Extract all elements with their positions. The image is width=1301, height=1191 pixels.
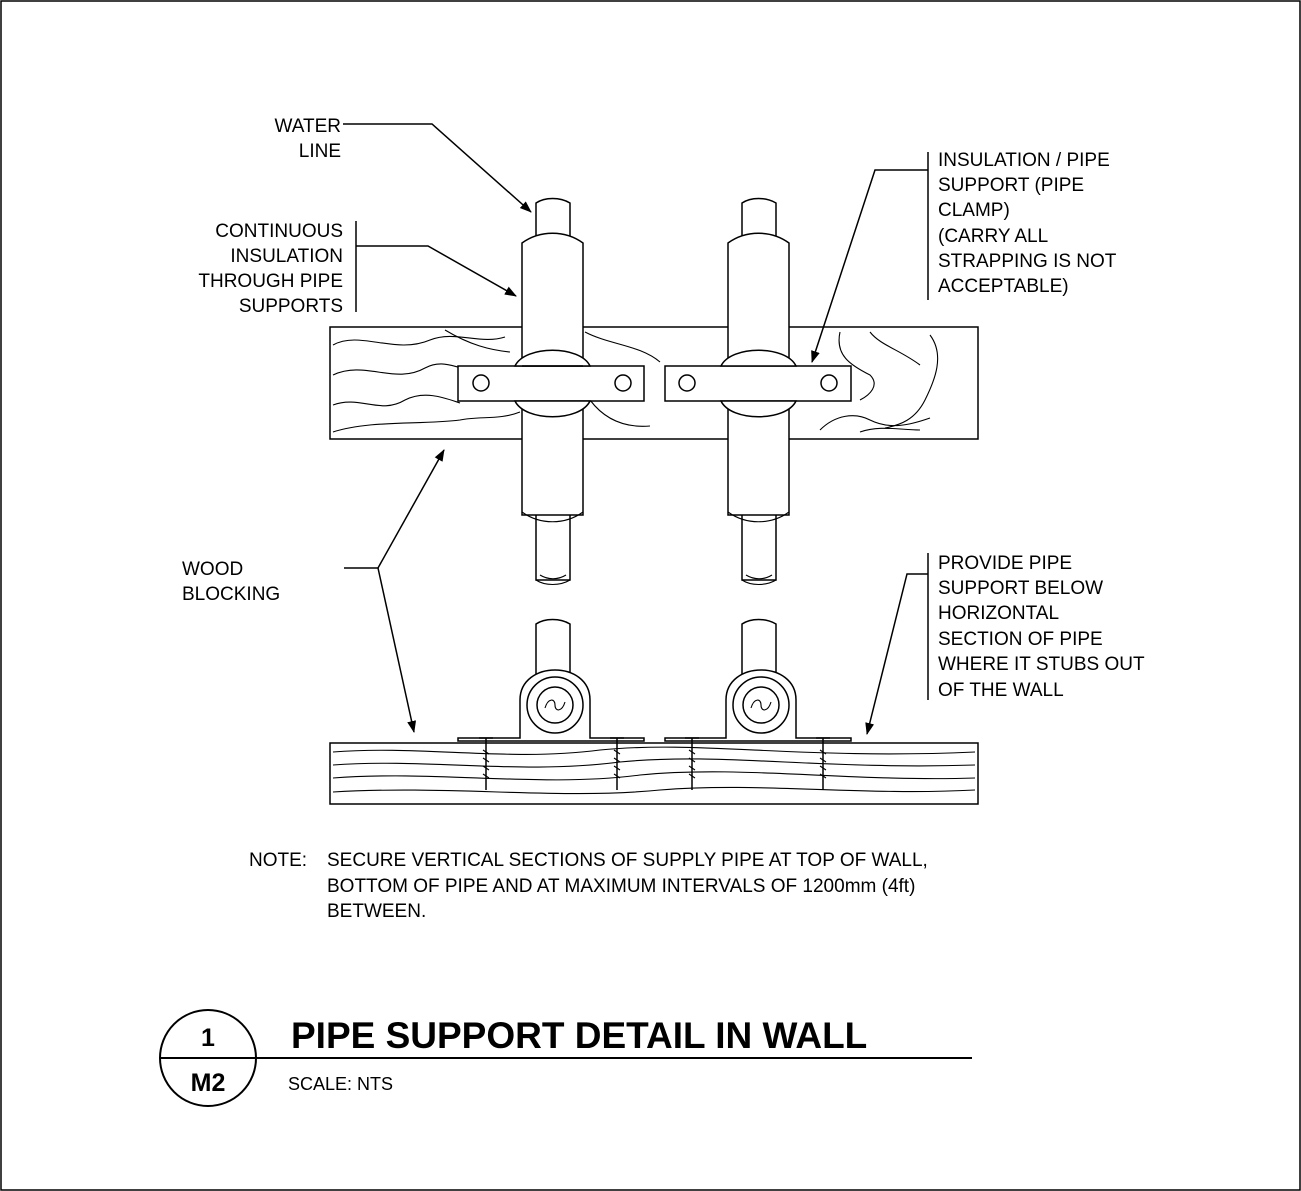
label-continuous-insulation: CONTINUOUS INSULATION THROUGH PIPE SUPPO… bbox=[198, 221, 343, 317]
label-ips-3: CLAMP) bbox=[938, 200, 1010, 221]
label-ci-3: THROUGH PIPE bbox=[198, 271, 343, 292]
note-prefix: NOTE: bbox=[249, 850, 307, 871]
label-ips-6: ACCEPTABLE) bbox=[938, 276, 1069, 297]
note-line-1: SECURE VERTICAL SECTIONS OF SUPPLY PIPE … bbox=[327, 850, 928, 871]
label-insulation-pipe-support: INSULATION / PIPE SUPPORT (PIPE CLAMP) (… bbox=[938, 150, 1117, 297]
sheet-number: M2 bbox=[191, 1069, 226, 1097]
label-pps-5: WHERE IT STUBS OUT bbox=[938, 654, 1145, 675]
label-wood-blocking: WOOD BLOCKING bbox=[182, 559, 280, 605]
label-water-line: WATER LINE bbox=[275, 116, 342, 162]
lower-wood-blocking bbox=[329, 742, 979, 805]
detail-number: 1 bbox=[201, 1024, 215, 1052]
label-provide-pipe-support: PROVIDE PIPE SUPPORT BELOW HORIZONTAL SE… bbox=[938, 553, 1145, 701]
label-water-line-1: WATER bbox=[275, 116, 342, 137]
label-ci-2: INSULATION bbox=[230, 246, 343, 267]
label-wb-2: BLOCKING bbox=[182, 584, 280, 605]
label-ci-4: SUPPORTS bbox=[239, 296, 343, 317]
label-ips-4: (CARRY ALL bbox=[938, 226, 1048, 247]
detail-title-block: 1 M2 PIPE SUPPORT DETAIL IN WALL SCALE: … bbox=[159, 1009, 972, 1107]
pipe-clamp-1 bbox=[457, 349, 645, 418]
upper-wood-blocking bbox=[329, 326, 979, 440]
scale-label: SCALE: bbox=[288, 1074, 352, 1094]
general-note: NOTE: SECURE VERTICAL SECTIONS OF SUPPLY… bbox=[249, 850, 928, 922]
label-pps-6: OF THE WALL bbox=[938, 680, 1064, 701]
leader-water-line bbox=[343, 123, 532, 213]
pipe-strap-2 bbox=[664, 669, 852, 790]
label-wb-1: WOOD bbox=[182, 559, 243, 580]
scale-value: NTS bbox=[357, 1074, 393, 1094]
label-pps-4: SECTION OF PIPE bbox=[938, 629, 1103, 650]
label-pps-2: SUPPORT BELOW bbox=[938, 578, 1103, 599]
pipe-clamp-2 bbox=[664, 349, 852, 418]
pipe-strap-1 bbox=[457, 669, 645, 790]
leader-wood-blocking bbox=[344, 449, 445, 733]
leader-continuous-insulation bbox=[355, 221, 517, 312]
water-pipe-1 bbox=[521, 197, 584, 586]
label-ips-2: SUPPORT (PIPE bbox=[938, 175, 1084, 196]
label-water-line-2: LINE bbox=[299, 141, 341, 162]
label-ci-1: CONTINUOUS bbox=[215, 221, 343, 242]
label-ips-5: STRAPPING IS NOT bbox=[938, 251, 1117, 272]
note-line-3: BETWEEN. bbox=[327, 901, 426, 922]
label-pps-3: HORIZONTAL bbox=[938, 603, 1059, 624]
leader-provide-pipe-support bbox=[865, 553, 929, 735]
note-line-2: BOTTOM OF PIPE AND AT MAXIMUM INTERVALS … bbox=[327, 876, 915, 897]
label-ips-1: INSULATION / PIPE bbox=[938, 150, 1110, 171]
detail-title: PIPE SUPPORT DETAIL IN WALL bbox=[291, 1015, 867, 1056]
leader-insulation-pipe-support bbox=[811, 152, 929, 363]
label-pps-1: PROVIDE PIPE bbox=[938, 553, 1072, 574]
